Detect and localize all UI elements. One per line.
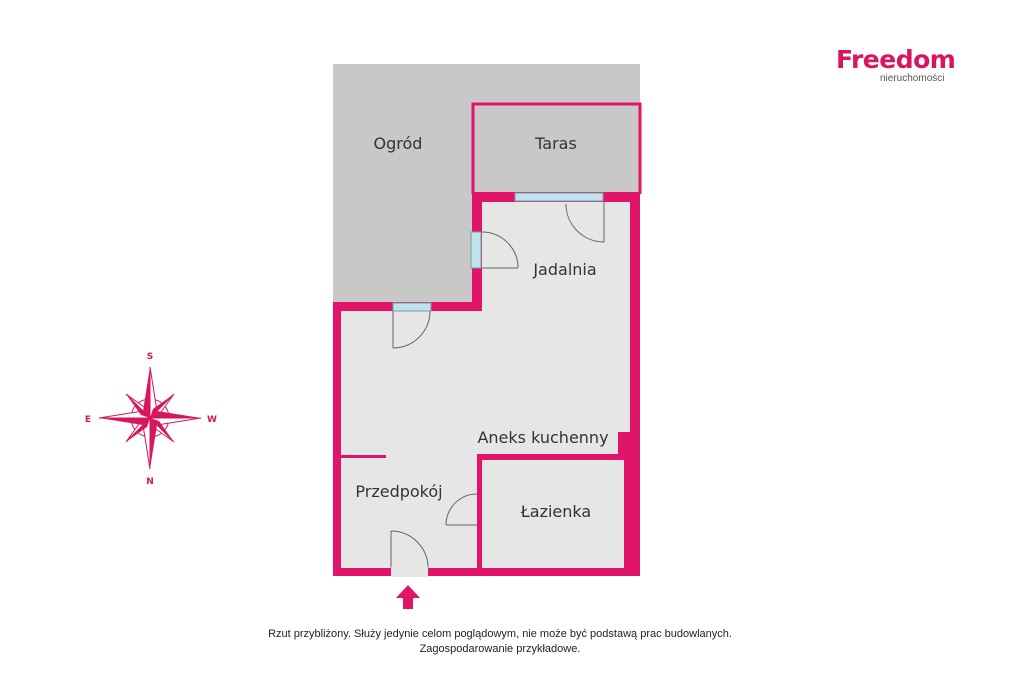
entrance-opening [391, 567, 428, 577]
door-terrace [565, 201, 605, 243]
room-label-hallway: Przedpokój [355, 482, 442, 501]
room-label-garden: Ogród [374, 134, 423, 153]
brand-name: Freedom [836, 45, 956, 74]
terrace-area [473, 104, 640, 194]
disclaimer-line-2: Zagospodarowanie przykładowe. [419, 643, 581, 655]
windows [392, 192, 604, 312]
window-garden [392, 302, 432, 312]
interior-floor [340, 200, 633, 572]
room-label-bathroom: Łazienka [520, 502, 591, 521]
room-label-terrace: Taras [534, 134, 577, 153]
compass-letter-top: S [147, 352, 153, 362]
door-bathroom [445, 493, 478, 526]
room-label-kitchenette: Aneks kuchenny [477, 428, 608, 447]
interior-walls [341, 432, 632, 568]
compass-letter-left: E [85, 415, 91, 425]
door-window-left [481, 231, 519, 269]
entrance-arrow-icon [396, 585, 420, 609]
compass-letter-right: W [207, 415, 217, 425]
door-garden [392, 310, 431, 349]
disclaimer: Rzut przybliżony. Służy jedynie celom po… [0, 627, 1000, 657]
disclaimer-line-1: Rzut przybliżony. Służy jedynie celom po… [268, 628, 732, 640]
window-left [470, 231, 482, 269]
room-label-dining: Jadalnia [532, 260, 596, 279]
door-entrance [390, 530, 429, 569]
door-swings [390, 201, 605, 569]
terrace-outline [471, 102, 642, 194]
window-top [514, 192, 604, 202]
brand-tagline: nieruchomości [880, 73, 945, 84]
compass-rose-icon: S N W E [85, 352, 217, 487]
compass-letter-bottom: N [146, 477, 154, 487]
brand-logo: Freedom nieruchomości [836, 46, 966, 84]
